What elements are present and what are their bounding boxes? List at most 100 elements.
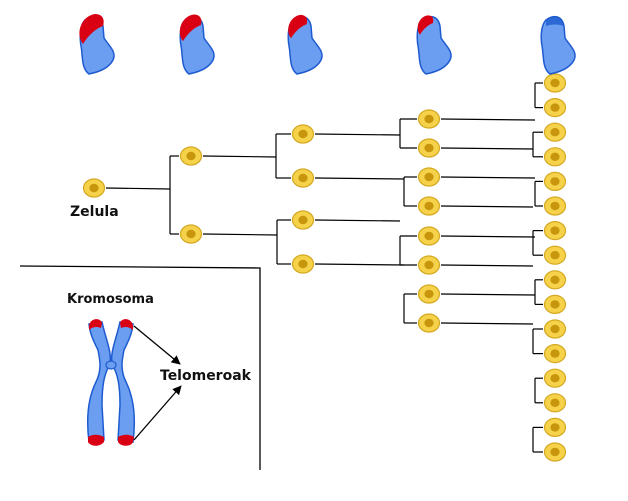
lineage-line xyxy=(440,147,534,150)
telomere-bottom-left xyxy=(88,434,104,446)
cell-nucleus xyxy=(550,226,560,235)
cell-nucleus xyxy=(550,128,560,137)
cell-nucleus xyxy=(550,78,560,88)
cell xyxy=(417,167,441,187)
inset-frame xyxy=(19,265,261,470)
cell xyxy=(179,224,203,244)
cell-nucleus xyxy=(424,260,434,270)
cell xyxy=(543,294,567,314)
chromosome-illustration xyxy=(86,319,136,446)
chromosome-fragment xyxy=(79,14,115,75)
lineage-line xyxy=(314,133,401,136)
cell-nucleus xyxy=(89,183,99,193)
lineage-line xyxy=(314,263,405,266)
lineage-line xyxy=(440,264,534,267)
cells xyxy=(82,73,567,462)
cell-nucleus xyxy=(424,143,434,153)
lineage-line xyxy=(440,176,536,179)
cell xyxy=(291,210,315,230)
cell-nucleus xyxy=(550,177,560,186)
lineage-line xyxy=(105,187,171,190)
telomere-cap xyxy=(79,14,104,44)
cell-nucleus xyxy=(550,103,560,112)
cell-nucleus xyxy=(424,318,434,328)
telomere-top-left xyxy=(89,319,102,330)
chromosome-end xyxy=(546,16,564,26)
telomere xyxy=(417,15,434,35)
cell xyxy=(543,245,567,265)
cell xyxy=(543,97,567,118)
cell-nucleus xyxy=(550,300,560,309)
telomere-cap xyxy=(288,14,308,39)
chromosome-label: Kromosoma xyxy=(67,292,154,307)
cell-nucleus xyxy=(550,275,560,284)
cell-nucleus xyxy=(424,231,434,241)
lineage-line xyxy=(202,233,278,236)
cell-nucleus xyxy=(550,398,560,407)
cell xyxy=(291,254,315,274)
arrow-bottom-telomere xyxy=(133,385,182,441)
telomere-cap xyxy=(179,14,202,42)
cell-nucleus xyxy=(424,289,434,299)
telomeres-label: Telomeroak xyxy=(160,368,251,384)
telomere-cap xyxy=(417,15,434,35)
chromosome-fragment xyxy=(179,14,215,75)
cell xyxy=(82,178,106,198)
lineage-line xyxy=(440,293,536,296)
cell xyxy=(543,196,567,216)
lineage-line xyxy=(202,155,277,158)
cell xyxy=(417,196,441,216)
cell xyxy=(417,284,441,304)
cell-nucleus xyxy=(550,423,560,432)
lineage-line xyxy=(440,235,536,238)
cell xyxy=(291,168,315,188)
telomere xyxy=(179,14,202,42)
cell xyxy=(543,270,567,290)
lineage-line xyxy=(440,205,534,208)
cell-nucleus xyxy=(298,129,308,139)
telomere xyxy=(79,14,104,44)
cell-nucleus xyxy=(550,201,560,211)
chromosome-left-arm xyxy=(86,321,112,443)
cell xyxy=(417,313,441,333)
cell xyxy=(543,147,567,167)
chromosome-right-arm xyxy=(110,321,136,443)
cell-nucleus xyxy=(298,173,308,183)
cell-nucleus xyxy=(550,251,560,260)
cell-nucleus xyxy=(424,201,434,211)
telomere-top-right xyxy=(120,319,133,330)
lineage-lines xyxy=(105,82,543,453)
lineage-line xyxy=(440,322,534,325)
lineage-line xyxy=(314,219,401,222)
telomere xyxy=(288,14,308,39)
cell xyxy=(543,442,567,462)
cell xyxy=(417,109,441,129)
cell xyxy=(543,221,567,241)
cell xyxy=(543,73,567,93)
lineage-line xyxy=(440,118,536,121)
cell xyxy=(543,368,567,388)
cell xyxy=(543,417,567,437)
lineage-line xyxy=(314,177,405,180)
chromosome-fragment xyxy=(416,15,452,75)
cell xyxy=(291,124,315,144)
arrow-top-telomere xyxy=(133,325,181,365)
cell xyxy=(417,138,441,158)
cell-nucleus xyxy=(424,172,434,182)
cell xyxy=(543,344,567,364)
telomere-bottom-right xyxy=(118,434,134,446)
cell-nucleus xyxy=(550,447,560,457)
cell-nucleus xyxy=(298,215,308,225)
cell xyxy=(543,122,567,142)
chromosome-fragment xyxy=(540,15,576,75)
cell-nucleus xyxy=(550,324,560,334)
cell-label: Zelula xyxy=(70,204,119,220)
cell xyxy=(417,226,441,246)
cell xyxy=(417,255,441,275)
cell-nucleus xyxy=(298,259,308,269)
centromere xyxy=(105,360,117,370)
cell-nucleus xyxy=(186,151,196,161)
cell xyxy=(179,146,203,166)
